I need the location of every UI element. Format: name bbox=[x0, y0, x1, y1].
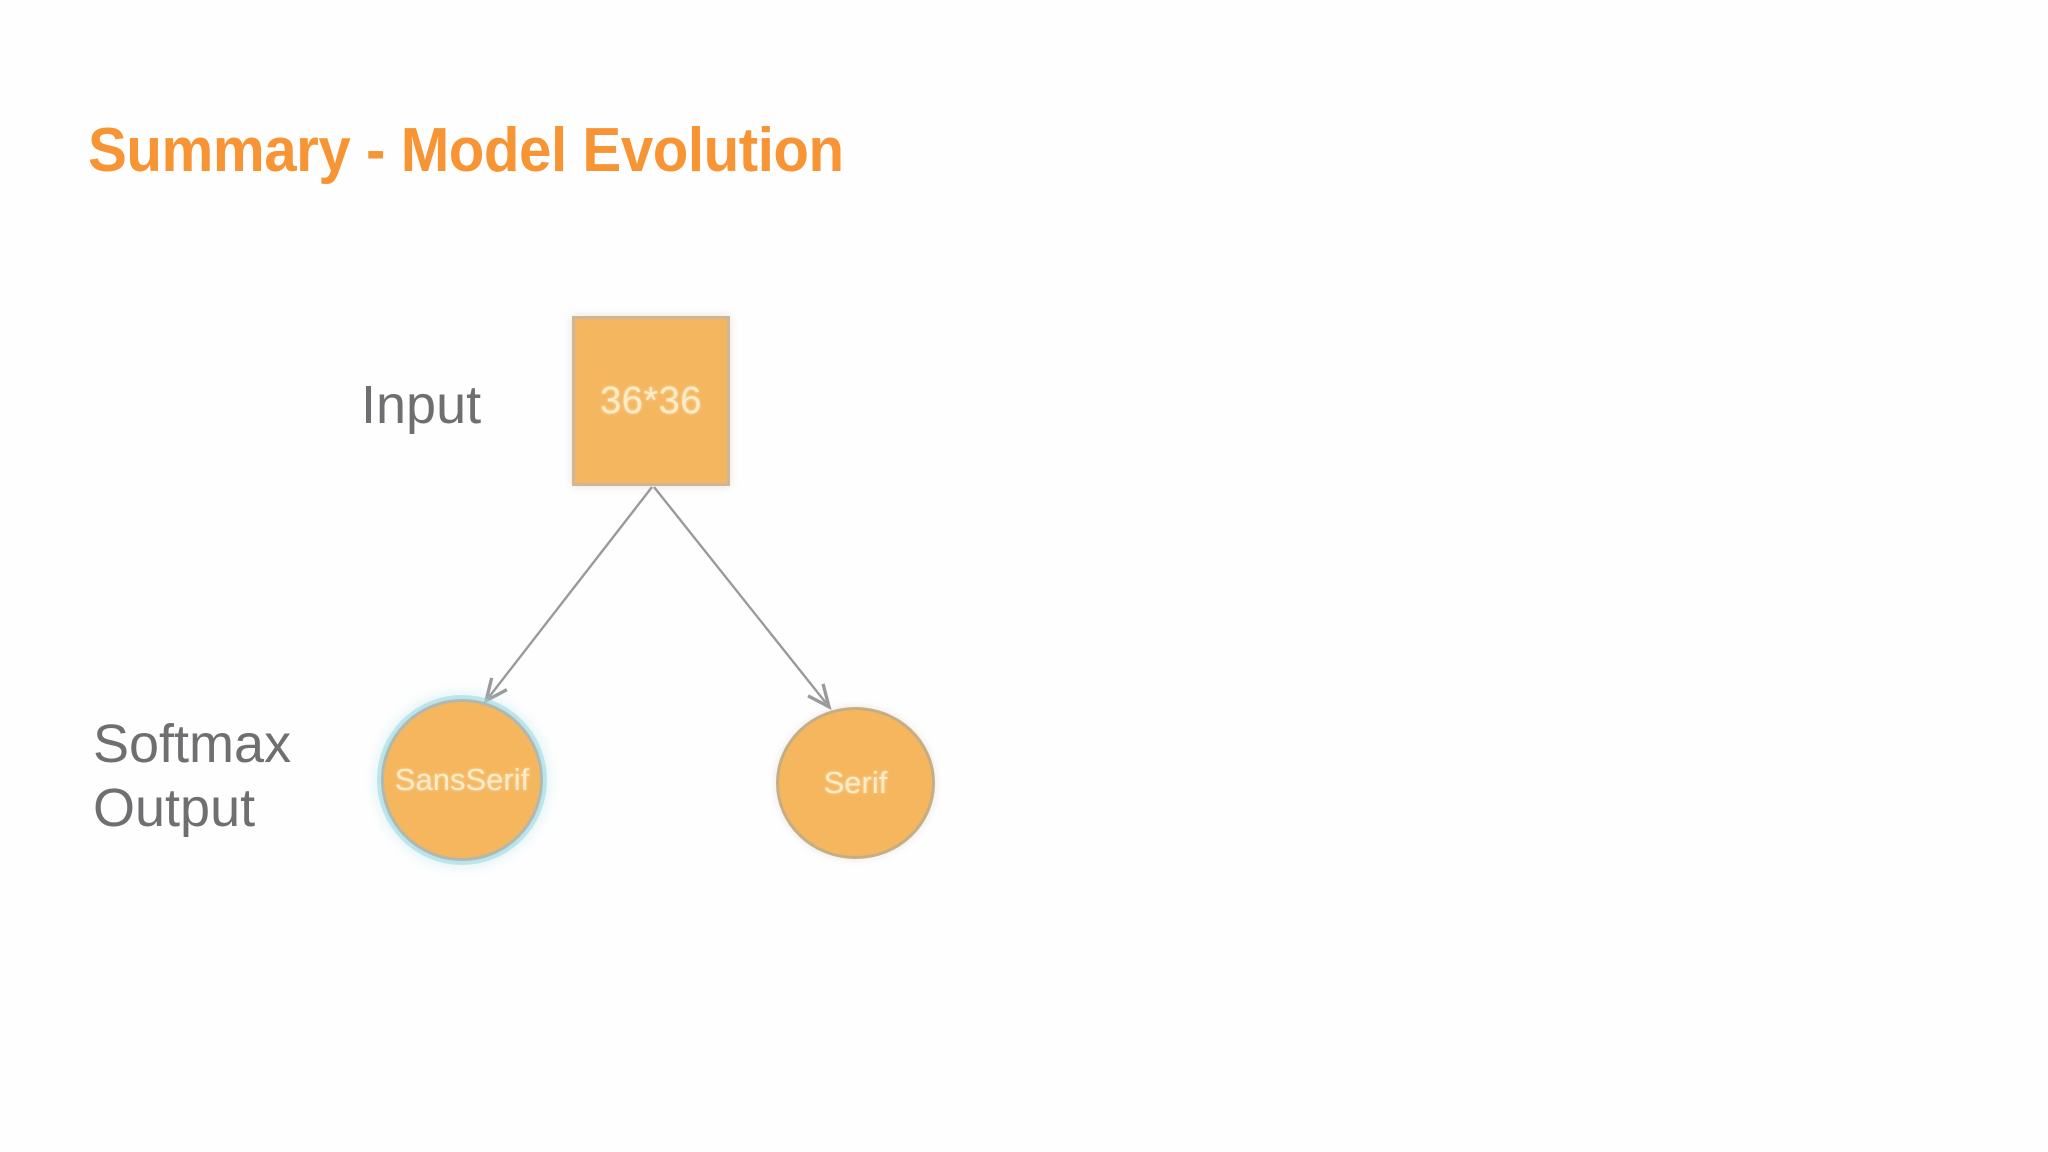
softmax-output-label-line2: Output bbox=[93, 777, 256, 838]
node-input-square[interactable]: 36*36 bbox=[572, 316, 730, 486]
edge-input-to-sansserif bbox=[483, 486, 653, 705]
node-sansserif-label: SansSerif bbox=[394, 762, 530, 797]
page-title: Summary - Model Evolution bbox=[88, 116, 844, 185]
node-sansserif-circle[interactable]: SansSerif bbox=[381, 699, 543, 861]
softmax-output-label-line1: Softmax bbox=[93, 714, 292, 774]
edge-input-to-serif bbox=[653, 486, 832, 710]
node-input-square-label: 36*36 bbox=[600, 379, 702, 422]
node-serif-circle[interactable]: Serif bbox=[776, 707, 935, 859]
input-label: Input bbox=[361, 375, 482, 435]
node-serif-label: Serif bbox=[823, 765, 888, 800]
